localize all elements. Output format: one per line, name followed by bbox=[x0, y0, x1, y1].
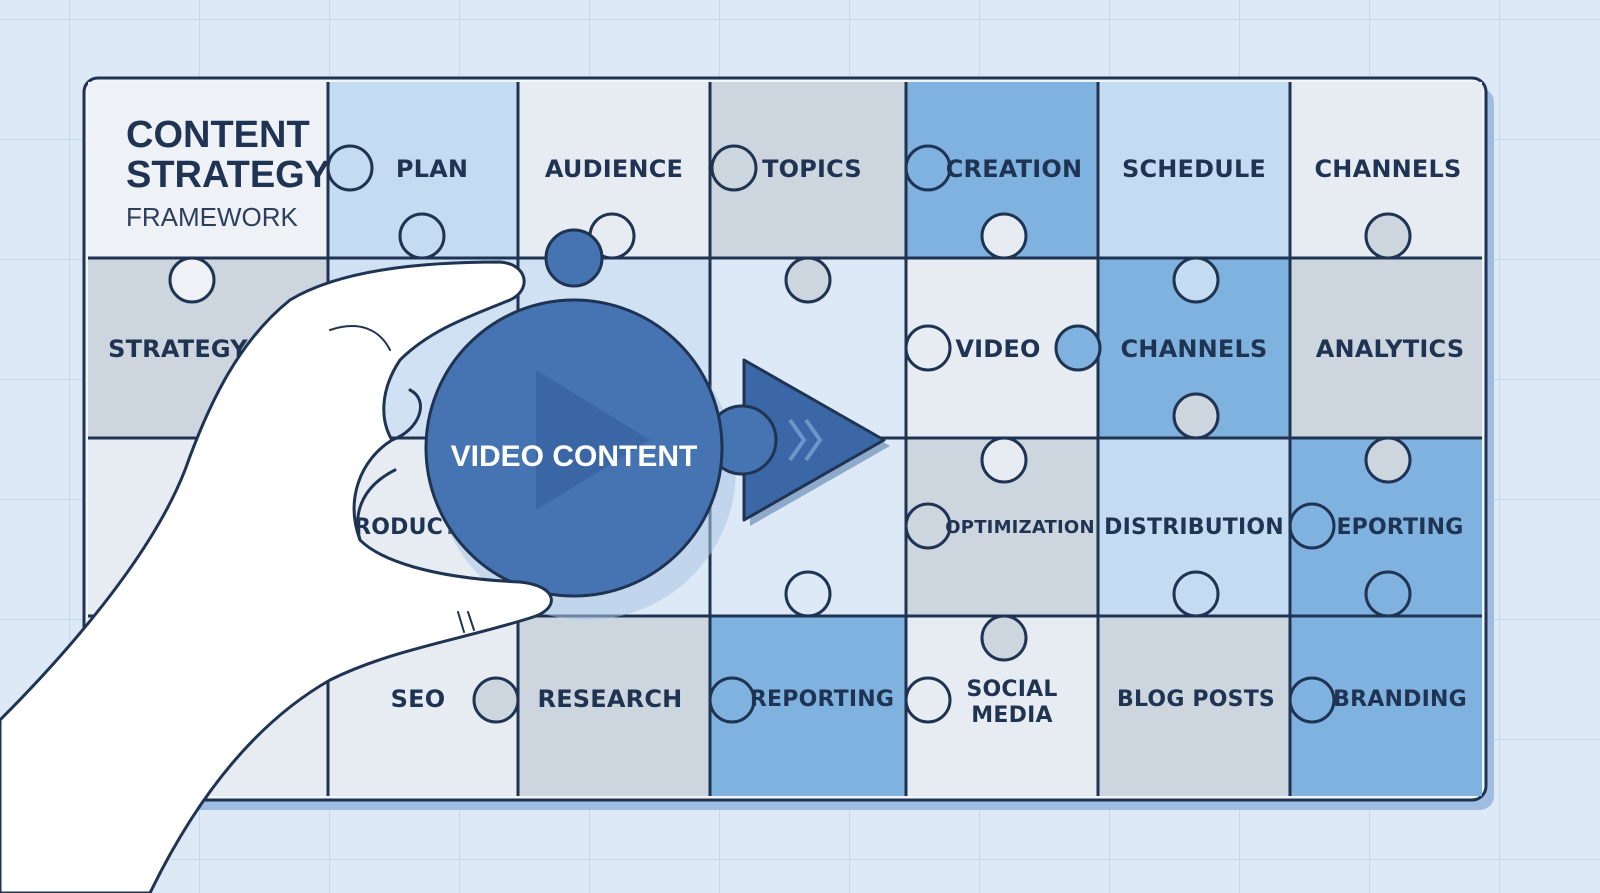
knob bbox=[904, 676, 952, 724]
title-line-3: FRAMEWORK bbox=[126, 202, 299, 232]
label-strategy: STRATEGY bbox=[108, 335, 248, 363]
title-block: CONTENT STRATEGY FRAMEWORK bbox=[88, 82, 330, 258]
held-piece-knob-top bbox=[544, 228, 604, 288]
label-topics: TOPICS bbox=[762, 155, 862, 183]
knob bbox=[708, 676, 756, 724]
knob bbox=[1054, 324, 1102, 372]
label-video: VIDEO bbox=[955, 335, 1040, 363]
label-distribution: DISTRIBUTION bbox=[1104, 515, 1284, 540]
knob bbox=[326, 144, 374, 192]
label-audience: AUDIENCE bbox=[545, 155, 683, 183]
label-analytics: ANALYTICS bbox=[1316, 335, 1465, 363]
knob bbox=[904, 144, 952, 192]
knob bbox=[1364, 212, 1412, 260]
label-social: SOCIAL bbox=[966, 677, 1057, 702]
title-line-1: CONTENT bbox=[126, 114, 310, 156]
piece-schedule bbox=[1098, 82, 1290, 258]
piece-research bbox=[518, 616, 710, 796]
knob bbox=[1288, 676, 1336, 724]
label-creation: CREATION bbox=[946, 155, 1083, 183]
knob bbox=[980, 614, 1028, 662]
label-eporting: EPORTING bbox=[1336, 515, 1463, 540]
knob bbox=[784, 256, 832, 304]
piece-blog-posts bbox=[1098, 616, 1290, 796]
label-seo: SEO bbox=[391, 685, 446, 713]
knob bbox=[1364, 570, 1412, 618]
knob bbox=[904, 502, 952, 550]
knob bbox=[1172, 570, 1220, 618]
knob bbox=[1364, 436, 1412, 484]
knob bbox=[1172, 392, 1220, 440]
held-piece-label: VIDEO CONTENT bbox=[451, 440, 698, 473]
piece-labels: PLAN AUDIENCE TOPICS CREATION SCHEDULE C… bbox=[108, 155, 1467, 728]
held-piece: VIDEO CONTENT bbox=[424, 228, 778, 620]
title-line-2: STRATEGY bbox=[126, 154, 330, 196]
knob bbox=[980, 436, 1028, 484]
knob bbox=[168, 256, 216, 304]
title-cell bbox=[88, 82, 328, 258]
label-reporting: REPORTING bbox=[750, 687, 894, 712]
label-media: MEDIA bbox=[971, 703, 1052, 728]
play-icon bbox=[536, 370, 650, 510]
label-branding: BRANDING bbox=[1333, 687, 1467, 712]
label-research: RESEARCH bbox=[538, 685, 683, 713]
puzzle-knobs bbox=[168, 144, 1412, 724]
knob bbox=[980, 212, 1028, 260]
knob bbox=[904, 324, 952, 372]
knob bbox=[784, 570, 832, 618]
label-channels-top: CHANNELS bbox=[1314, 155, 1461, 183]
knob bbox=[398, 212, 446, 260]
knob bbox=[1288, 502, 1336, 550]
knob bbox=[710, 144, 758, 192]
label-schedule: SCHEDULE bbox=[1122, 155, 1266, 183]
label-optimization: OPTIMIZATION bbox=[945, 517, 1094, 538]
label-blog-posts: BLOG POSTS bbox=[1117, 687, 1275, 712]
label-channels-mid: CHANNELS bbox=[1120, 335, 1267, 363]
hand-icon bbox=[0, 260, 553, 893]
label-plan: PLAN bbox=[396, 155, 468, 183]
knob bbox=[1172, 256, 1220, 304]
piece-analytics bbox=[1290, 258, 1482, 438]
knob bbox=[472, 676, 520, 724]
